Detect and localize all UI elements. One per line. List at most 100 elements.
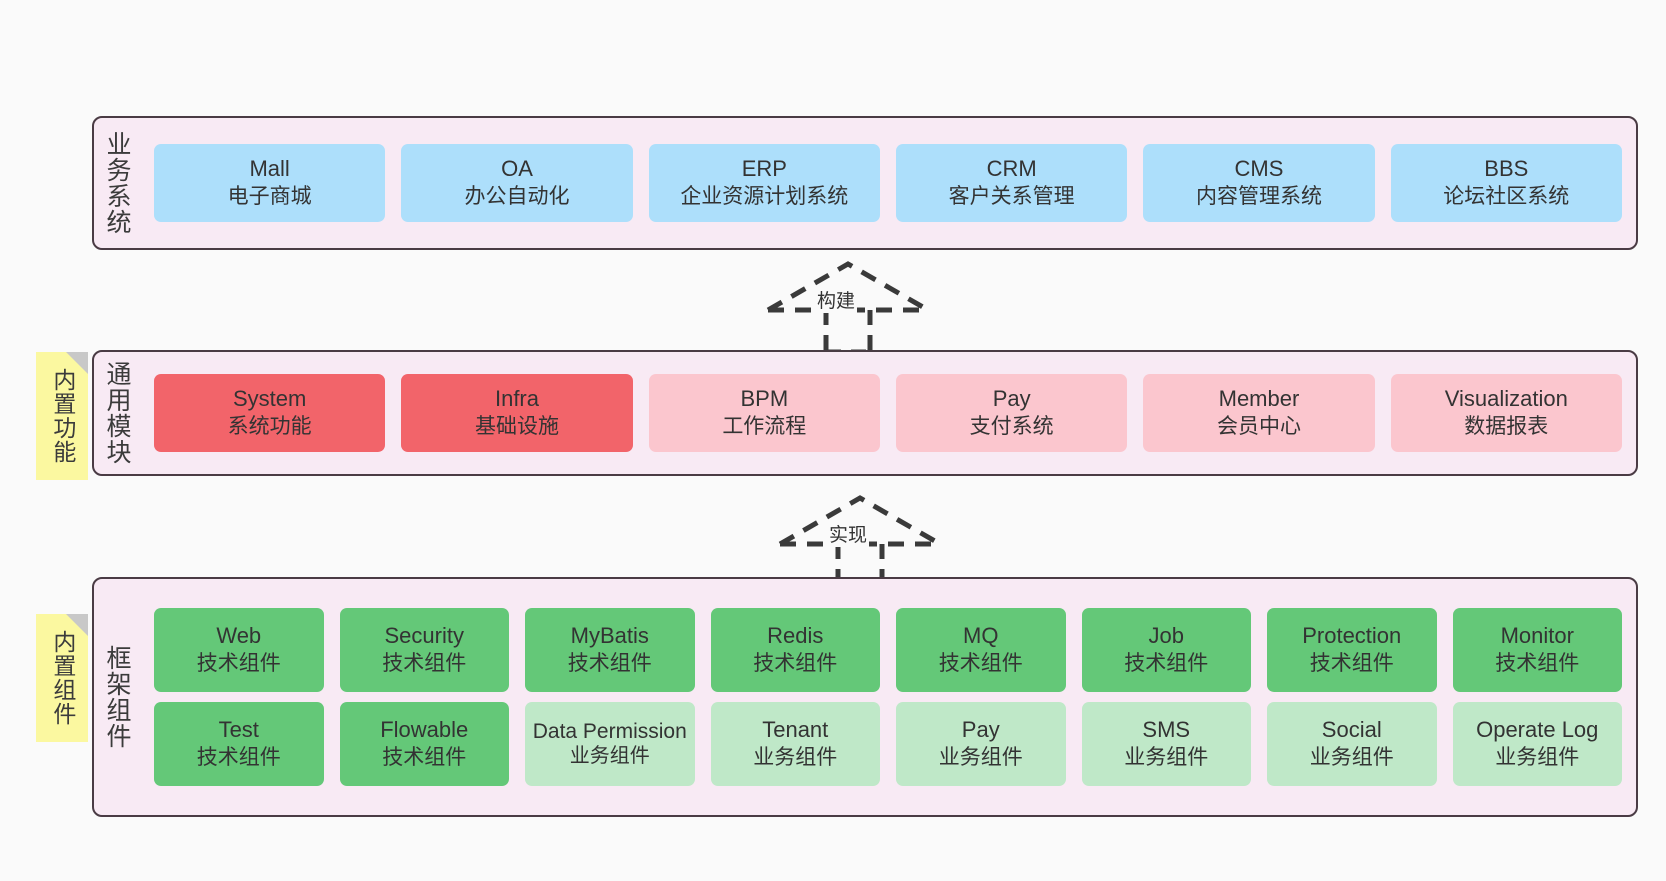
card-subtitle: 业务组件 xyxy=(1309,745,1394,769)
card-subtitle: 论坛社区系统 xyxy=(1443,184,1570,208)
card-subtitle: 支付系统 xyxy=(969,414,1054,438)
card-subtitle: 业务组件 xyxy=(1495,745,1580,769)
layer-common-modules-title: 通用模块 xyxy=(103,361,131,465)
connector-build: 构建 xyxy=(760,258,940,355)
sticky-note-label: 内置功能 xyxy=(49,368,76,464)
card-title: System xyxy=(232,386,307,412)
card-mall[interactable]: Mall 电子商城 xyxy=(154,144,386,222)
card-title: OA xyxy=(501,156,533,182)
folded-corner-icon xyxy=(66,352,88,374)
card-system[interactable]: System 系统功能 xyxy=(154,374,386,452)
card-subtitle: 技术组件 xyxy=(753,651,838,675)
card-erp[interactable]: ERP 企业资源计划系统 xyxy=(648,144,880,222)
card-subtitle: 业务组件 xyxy=(569,744,650,767)
card-subtitle: 系统功能 xyxy=(227,414,312,438)
card-title: Social xyxy=(1321,717,1382,743)
card-redis[interactable]: Redis 技术组件 xyxy=(710,608,880,692)
card-subtitle: 工作流程 xyxy=(722,414,807,438)
layer-business-systems: 业务系统 Mall 电子商城 OA 办公自动化 ERP 企业资源计划系统 CRM… xyxy=(92,116,1638,250)
connector-implement-label: 实现 xyxy=(827,520,870,547)
card-oa[interactable]: OA 办公自动化 xyxy=(401,144,633,222)
card-title: Web xyxy=(216,623,262,649)
card-title: Flowable xyxy=(380,717,469,743)
card-subtitle: 办公自动化 xyxy=(464,184,570,208)
card-subtitle: 客户关系管理 xyxy=(948,184,1075,208)
card-social[interactable]: Social 业务组件 xyxy=(1267,702,1437,786)
card-title: Data Permission xyxy=(532,719,687,743)
card-visualization[interactable]: Visualization 数据报表 xyxy=(1390,374,1622,452)
sticky-note-label: 内置组件 xyxy=(49,630,76,726)
card-bpm[interactable]: BPM 工作流程 xyxy=(648,374,880,452)
card-title: Tenant xyxy=(762,717,829,743)
card-title: Protection xyxy=(1302,623,1402,649)
connector-build-label: 构建 xyxy=(815,286,858,313)
card-title: Member xyxy=(1218,386,1300,412)
card-subtitle: 技术组件 xyxy=(1495,651,1580,675)
card-subtitle: 数据报表 xyxy=(1464,414,1549,438)
card-title: Infra xyxy=(494,386,539,412)
card-subtitle: 技术组件 xyxy=(567,651,652,675)
card-web[interactable]: Web 技术组件 xyxy=(154,608,324,692)
folded-corner-icon xyxy=(66,614,88,636)
card-title: Security xyxy=(384,623,464,649)
card-tenant[interactable]: Tenant 业务组件 xyxy=(710,702,880,786)
card-security[interactable]: Security 技术组件 xyxy=(339,608,509,692)
card-subtitle: 技术组件 xyxy=(1309,651,1394,675)
card-job[interactable]: Job 技术组件 xyxy=(1081,608,1251,692)
card-protection[interactable]: Protection 技术组件 xyxy=(1267,608,1437,692)
card-title: Pay xyxy=(961,717,1000,743)
card-subtitle: 技术组件 xyxy=(938,651,1023,675)
card-title: Redis xyxy=(767,623,824,649)
card-title: MyBatis xyxy=(570,623,649,649)
card-pay[interactable]: Pay 支付系统 xyxy=(895,374,1128,452)
card-subtitle: 内容管理系统 xyxy=(1195,184,1322,208)
sticky-note-builtin-components: 内置组件 xyxy=(36,614,88,742)
connector-implement: 实现 xyxy=(772,492,952,589)
layer-framework-components: 框架组件 Web 技术组件 Security 技术组件 MyBatis 技术组件… xyxy=(92,577,1638,817)
card-subtitle: 业务组件 xyxy=(1124,745,1209,769)
card-subtitle: 电子商城 xyxy=(227,184,312,208)
card-subtitle: 基础设施 xyxy=(474,414,559,438)
card-title: Pay xyxy=(992,386,1031,412)
card-sms[interactable]: SMS 业务组件 xyxy=(1081,702,1251,786)
card-title: BPM xyxy=(740,386,789,412)
card-title: Test xyxy=(218,717,259,743)
card-subtitle: 技术组件 xyxy=(196,651,281,675)
card-title: Job xyxy=(1148,623,1184,649)
card-row: Test 技术组件 Flowable 技术组件 Data Permission … xyxy=(154,702,1622,786)
layer-framework-components-title: 框架组件 xyxy=(103,645,131,749)
card-subtitle: 企业资源计划系统 xyxy=(680,184,849,208)
card-test[interactable]: Test 技术组件 xyxy=(154,702,324,786)
card-subtitle: 业务组件 xyxy=(938,745,1023,769)
card-member[interactable]: Member 会员中心 xyxy=(1143,374,1375,452)
sticky-note-builtin-features: 内置功能 xyxy=(36,352,88,480)
card-subtitle: 技术组件 xyxy=(1124,651,1209,675)
card-subtitle: 技术组件 xyxy=(382,651,467,675)
card-operate-log[interactable]: Operate Log 业务组件 xyxy=(1452,702,1622,786)
card-title: Visualization xyxy=(1444,386,1568,412)
card-subtitle: 会员中心 xyxy=(1216,414,1301,438)
card-cms[interactable]: CMS 内容管理系统 xyxy=(1143,144,1375,222)
layer-common-modules: 通用模块 System 系统功能 Infra 基础设施 BPM 工作流程 Pay… xyxy=(92,350,1638,476)
card-monitor[interactable]: Monitor 技术组件 xyxy=(1452,608,1622,692)
card-bbs[interactable]: BBS 论坛社区系统 xyxy=(1390,144,1622,222)
card-subtitle: 业务组件 xyxy=(753,745,838,769)
card-row: System 系统功能 Infra 基础设施 BPM 工作流程 Pay 支付系统… xyxy=(154,374,1622,452)
card-flowable[interactable]: Flowable 技术组件 xyxy=(339,702,509,786)
card-title: Monitor xyxy=(1500,623,1574,649)
card-mq[interactable]: MQ 技术组件 xyxy=(896,608,1066,692)
card-row: Web 技术组件 Security 技术组件 MyBatis 技术组件 Redi… xyxy=(154,608,1622,692)
card-row: Mall 电子商城 OA 办公自动化 ERP 企业资源计划系统 CRM 客户关系… xyxy=(154,144,1622,222)
card-title: ERP xyxy=(741,156,787,182)
layer-business-systems-title: 业务系统 xyxy=(103,131,131,235)
card-data-permission[interactable]: Data Permission 业务组件 xyxy=(525,702,695,786)
card-subtitle: 技术组件 xyxy=(196,745,281,769)
card-mybatis[interactable]: MyBatis 技术组件 xyxy=(525,608,695,692)
card-title: CRM xyxy=(986,156,1037,182)
card-subtitle: 技术组件 xyxy=(382,745,467,769)
card-crm[interactable]: CRM 客户关系管理 xyxy=(895,144,1128,222)
card-pay-component[interactable]: Pay 业务组件 xyxy=(896,702,1066,786)
card-infra[interactable]: Infra 基础设施 xyxy=(401,374,633,452)
card-title: Mall xyxy=(249,156,290,182)
